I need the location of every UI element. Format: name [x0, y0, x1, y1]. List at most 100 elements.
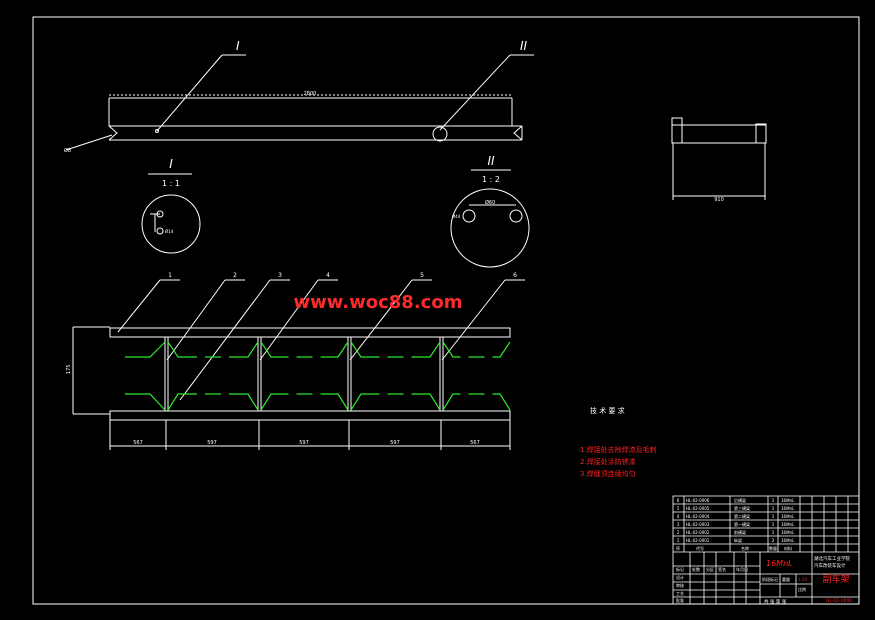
part-material: 16MnL [781, 514, 795, 519]
weld-line [350, 341, 380, 358]
part-qty: 1 [772, 514, 775, 519]
header-cell: 名称 [741, 545, 749, 551]
part-material: 16MnL [781, 538, 795, 543]
callout-II-top: II [520, 39, 528, 53]
sheet-border [32, 16, 860, 605]
weld-line [492, 341, 511, 358]
title-block [672, 495, 860, 605]
sheet-info: 共 张 第 张 [764, 598, 787, 605]
title-label: 设计 [676, 574, 684, 580]
front-view-leaders [117, 279, 525, 401]
stage-label: 重量 [782, 576, 790, 582]
part-qty: 1 [772, 522, 775, 527]
spacing-dim: 597 [299, 440, 309, 446]
part-material: 16MnL [781, 530, 795, 535]
part-number: 6 [677, 498, 680, 503]
weld-line [167, 341, 197, 358]
title-label: 批准 [676, 597, 684, 603]
project-name: 汽车改装车设计 [814, 562, 846, 569]
part-name: 前横梁 [734, 529, 746, 535]
part-code: HL-02-0003 [686, 522, 710, 527]
part-number: 5 [677, 506, 680, 511]
part-code: HL-02-0006 [686, 498, 710, 503]
part-number: 1 [677, 538, 680, 543]
callout-2: 2 [233, 272, 237, 279]
weld-line [320, 393, 349, 411]
part-material: 16MnL [781, 498, 795, 503]
side-view [671, 117, 767, 200]
part-number: 4 [677, 514, 680, 519]
watermark: www.woc88.com [294, 292, 463, 313]
title-block-labels: 标记处数分区签名年月日设计审核工艺批准 [676, 566, 748, 603]
detail-II-dim: Ø60 [485, 199, 495, 206]
part-code: HL-02-0002 [686, 530, 710, 535]
weld-line [492, 393, 511, 411]
spacing-labels: 567 597 597 597 567 [133, 440, 480, 446]
part-qty: 2 [772, 538, 775, 543]
title-label: 标记 [676, 566, 684, 572]
part-material: 16MnL [781, 506, 795, 511]
weld-line [411, 393, 441, 411]
hole-II-marker [432, 126, 448, 142]
header-cell: 序 [676, 545, 680, 551]
callout-6: 6 [513, 272, 517, 279]
tech-req-item-3: 3.焊缝须连续均匀 [580, 469, 636, 478]
title-label: 工艺 [676, 591, 684, 596]
title-label: 审核 [676, 582, 684, 588]
header-cell: 数量 [769, 545, 777, 551]
material-label: 16MnL [766, 559, 793, 568]
part-qty: 1 [772, 506, 775, 511]
parts-list-header: 序代号名称数量材料 [676, 545, 792, 551]
side-width-dim: 910 [714, 197, 724, 203]
weld-line [442, 393, 461, 411]
part-qty: 1 [772, 498, 775, 503]
title-label: 年月日 [736, 566, 748, 572]
weld-line [167, 393, 197, 411]
tech-req-item-2: 2.焊接处涂防锈漆 [580, 457, 636, 466]
length-dimension: 2800 [304, 91, 317, 97]
weld-line [442, 341, 461, 358]
part-number: 2 [677, 530, 680, 535]
tech-req-item-1: 1.焊接处去除焊渣及毛刺 [580, 445, 657, 454]
part-name: 第一横梁 [734, 521, 750, 527]
detail-I [141, 173, 201, 254]
title-label: 签名 [718, 566, 726, 572]
stage-labels: 阶段标记重量比例 [762, 576, 806, 592]
weld-line [320, 341, 349, 358]
part-name: 纵梁 [734, 537, 742, 543]
header-cell: 代号 [696, 545, 704, 551]
weld-lines [125, 341, 511, 411]
detail-II-dim2: Ø44 [452, 214, 461, 219]
part-material: 16MnL [781, 522, 795, 527]
weld-line [125, 341, 166, 358]
spacing-dim: 567 [133, 440, 143, 446]
drawing-number: HL-02-0000 [826, 598, 852, 604]
tech-req-title: 技 术 要 求 [590, 406, 625, 415]
top-view [65, 54, 534, 151]
part-qty: 1 [772, 530, 775, 535]
callout-1: 1 [168, 272, 172, 279]
weld-line [125, 393, 166, 411]
part-code: HL-02-0001 [686, 538, 710, 543]
spacing-dim: 567 [470, 440, 480, 446]
callout-3: 3 [278, 272, 282, 279]
school-name: 湖北汽车工业学院 [814, 555, 850, 562]
callout-I-top: I [236, 39, 240, 53]
weld-line [260, 341, 289, 358]
height-dimension: 175 [66, 364, 72, 374]
spacing-dim: 597 [390, 440, 400, 446]
title-label: 分区 [706, 566, 714, 572]
part-code: HL-02-0005 [686, 506, 710, 511]
weld-line [229, 393, 259, 411]
front-view-frame [72, 326, 511, 450]
detail-I-dim: Ø14 [165, 229, 174, 234]
detail-I-scale: 1 : 1 [162, 179, 180, 188]
callout-5: 5 [420, 272, 424, 279]
part-name: 第三横梁 [734, 505, 750, 511]
spacing-dim: 597 [207, 440, 217, 446]
drawing-title: 副车架 [822, 573, 849, 585]
part-name: 第二横梁 [734, 513, 750, 519]
